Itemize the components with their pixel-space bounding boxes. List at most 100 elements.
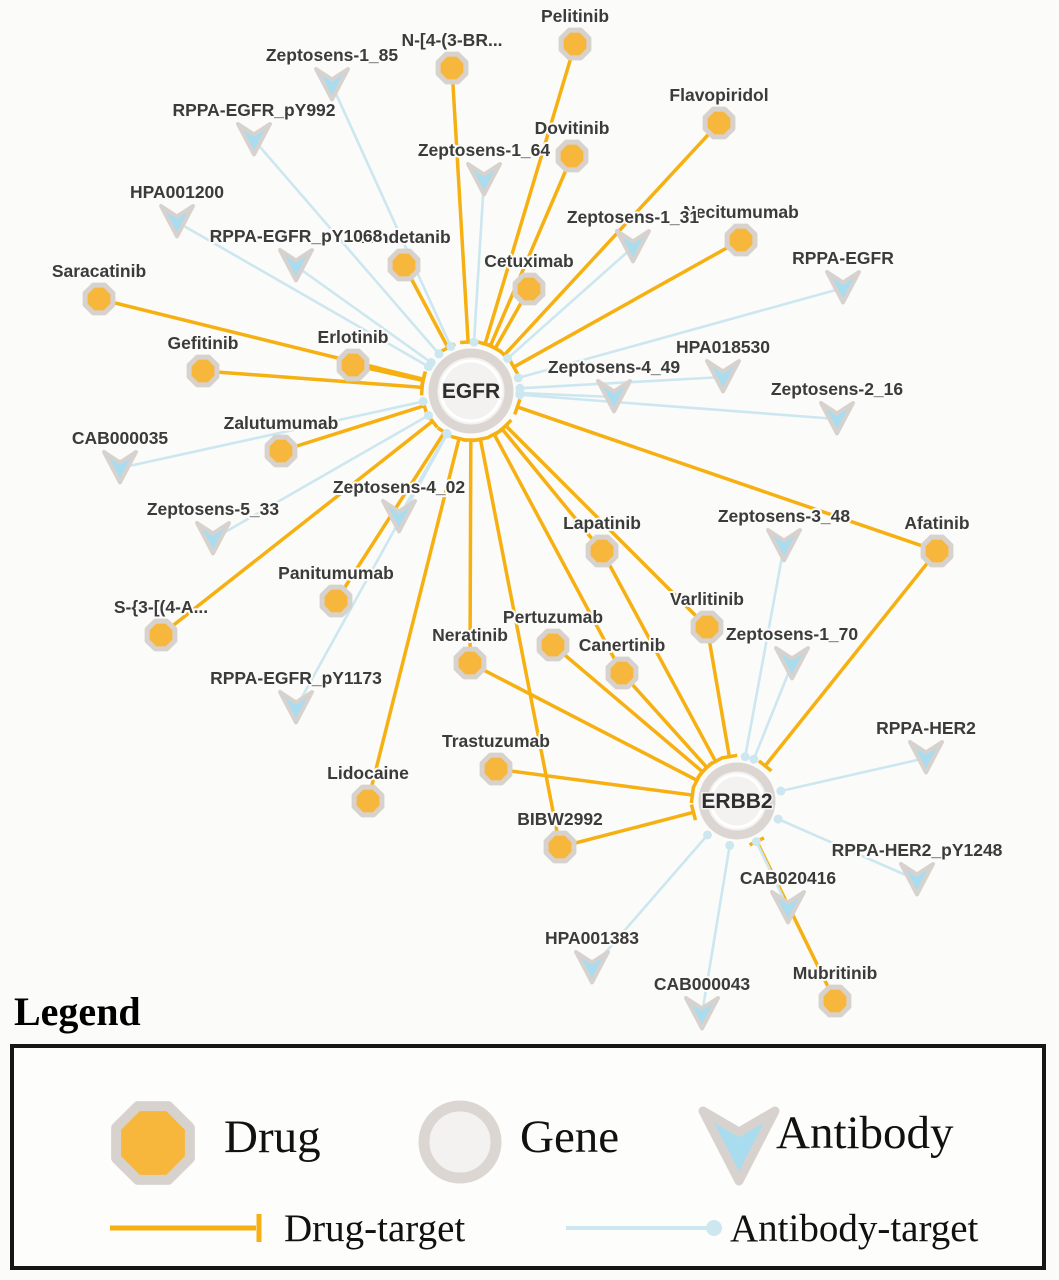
dot-arrowhead-icon	[446, 341, 456, 351]
antibody-node-zeptosens-5-33[interactable]	[195, 521, 231, 556]
tee-arrowhead-icon	[689, 804, 698, 821]
drug-node-cetuximab[interactable]	[512, 272, 546, 306]
antibody-node-hpa018530[interactable]	[705, 359, 741, 394]
gene-label-erbb2: ERBB2	[701, 790, 772, 813]
drug-node-mubritinib[interactable]	[818, 984, 852, 1018]
tee-arrowhead-icon	[721, 753, 738, 760]
drug-target-edge	[705, 626, 732, 757]
legend-title: Legend	[14, 989, 141, 1034]
antibody-target-edge	[591, 834, 709, 969]
antibody-node-zeptosens-3-48[interactable]	[766, 528, 802, 563]
node-label-erlotinib: Erlotinib	[318, 327, 389, 347]
antibody-target-edge	[780, 756, 927, 793]
gene-node-inner-ring	[709, 773, 765, 829]
drug-target-edge	[366, 438, 461, 802]
antibody-node-zeptosens-4-02[interactable]	[381, 499, 417, 534]
drug-node-saracatinib[interactable]	[82, 282, 116, 316]
antibody-target-edge	[253, 139, 440, 355]
gene-node-erbb2[interactable]	[698, 762, 776, 840]
node-label-dovitinib: Dovitinib	[535, 118, 610, 138]
drug-node-pelitinib[interactable]	[558, 27, 592, 61]
dot-arrowhead-icon	[749, 754, 759, 764]
drug-node-n-4-3-br[interactable]	[435, 51, 469, 85]
node-label-neratinib: Neratinib	[432, 625, 508, 645]
antibody-node-rppa-egfr-py1173[interactable]	[278, 690, 314, 725]
drug-target-edge	[551, 643, 704, 774]
drug-node-erlotinib[interactable]	[336, 348, 370, 382]
drug-node-lidocaine[interactable]	[351, 784, 385, 818]
drug-node-panitumumab[interactable]	[319, 584, 353, 618]
dot-arrowhead-icon	[503, 353, 513, 363]
drug-node-gefitinib[interactable]	[186, 354, 220, 388]
antibody-node-zeptosens-1-85[interactable]	[314, 67, 350, 102]
node-label-saracatinib: Saracatinib	[52, 261, 146, 281]
drug-node-s-3-4-a[interactable]	[144, 618, 178, 652]
antibody-node-zeptosens-1-70[interactable]	[774, 646, 810, 681]
legend-label-gene: Gene	[520, 1111, 620, 1163]
drug-target-edge	[502, 121, 721, 357]
drug-node-pertuzumab[interactable]	[536, 628, 570, 662]
dot-arrowhead-icon	[751, 837, 761, 847]
network-svg: EGFRERBB2PelitinibN-[4-(3-BR...Dovitinib…	[50, 4, 1005, 1031]
antibody-target-edge-icon	[566, 1220, 722, 1236]
drug-node-canertinib[interactable]	[605, 656, 639, 690]
dot-arrowhead-icon	[418, 396, 428, 406]
legend-box: Drug Gene Antibody Drug-target Antibody-…	[10, 1044, 1046, 1270]
antibody-node-rppa-egfr-py1068[interactable]	[278, 248, 314, 283]
drug-target-edge	[620, 671, 709, 769]
node-label-rppa-her2-py1248: RPPA-HER2_pY1248	[832, 840, 1003, 860]
antibody-target-edge	[519, 375, 724, 390]
drug-node-varlitinib[interactable]	[690, 610, 724, 644]
antibody-node-rppa-egfr[interactable]	[825, 270, 861, 305]
antibody-node-zeptosens-1-31[interactable]	[615, 229, 651, 264]
dot-arrowhead-icon	[426, 358, 436, 368]
node-label-varlitinib: Varlitinib	[670, 589, 744, 609]
drug-node-zalutumumab[interactable]	[264, 434, 298, 468]
drug-node-necitumumab[interactable]	[724, 223, 758, 257]
drug-node-lapatinib[interactable]	[585, 534, 619, 568]
legend-label-antibody-target: Antibody-target	[730, 1207, 979, 1250]
tee-arrowhead-icon	[419, 372, 427, 389]
drug-node-vandetanib[interactable]	[387, 248, 421, 282]
tee-arrowhead-icon	[689, 786, 696, 804]
drug-target-edge	[488, 155, 574, 347]
antibody-node-rppa-her2-py1248[interactable]	[899, 862, 935, 897]
antibody-node-zeptosens-4-49[interactable]	[596, 379, 632, 414]
antibody-node-rppa-her2[interactable]	[908, 740, 944, 775]
antibody-node-cab020416[interactable]	[770, 890, 806, 925]
antibody-target-edge	[506, 246, 634, 360]
node-label-trastuzumab: Trastuzumab	[442, 731, 550, 751]
drug-node-trastuzumab[interactable]	[479, 752, 513, 786]
antibody-node-hpa001383[interactable]	[574, 950, 610, 985]
drug-node-neratinib[interactable]	[453, 646, 487, 680]
drug-node-dovitinib[interactable]	[555, 139, 589, 173]
drug-target-edge	[600, 550, 718, 763]
drug-target-edge	[516, 405, 938, 553]
node-label-cab020416: CAB020416	[740, 868, 837, 888]
antibody-target-edge	[119, 400, 424, 470]
dot-arrowhead-icon	[469, 337, 479, 347]
node-label-rppa-egfr: RPPA-EGFR	[792, 248, 894, 268]
antibody-target-edge	[743, 545, 786, 757]
drug-node-afatinib[interactable]	[920, 534, 954, 568]
drug-target-edge	[492, 433, 624, 674]
node-label-zeptosens-4-02: Zeptosens-4_02	[333, 477, 466, 497]
drug-node-flavopiridol[interactable]	[702, 106, 736, 140]
antibody-node-zeptosens-1-64[interactable]	[466, 162, 502, 197]
drug-target-edge	[469, 661, 698, 782]
edges-layer	[98, 43, 939, 1015]
node-label-rppa-egfr-py1173: RPPA-EGFR_pY1173	[210, 668, 382, 688]
antibody-node-hpa001200[interactable]	[159, 204, 195, 239]
antibody-node-cab000035[interactable]	[102, 450, 138, 485]
antibody-node-rppa-egfr-py992[interactable]	[236, 122, 272, 157]
antibody-target-edge	[519, 391, 615, 399]
drug-target-edge	[483, 43, 577, 345]
antibody-node-zeptosens-2-16[interactable]	[819, 401, 855, 436]
antibody-node-cab000043[interactable]	[684, 996, 720, 1031]
node-label-rppa-egfr-py992: RPPA-EGFR_pY992	[172, 100, 335, 120]
drug-node-bibw2992[interactable]	[543, 830, 577, 864]
gene-node-egfr[interactable]	[428, 348, 514, 434]
node-label-pelitinib: Pelitinib	[541, 6, 609, 26]
dot-arrowhead-icon	[423, 410, 433, 420]
tee-arrowhead-icon	[498, 418, 513, 433]
